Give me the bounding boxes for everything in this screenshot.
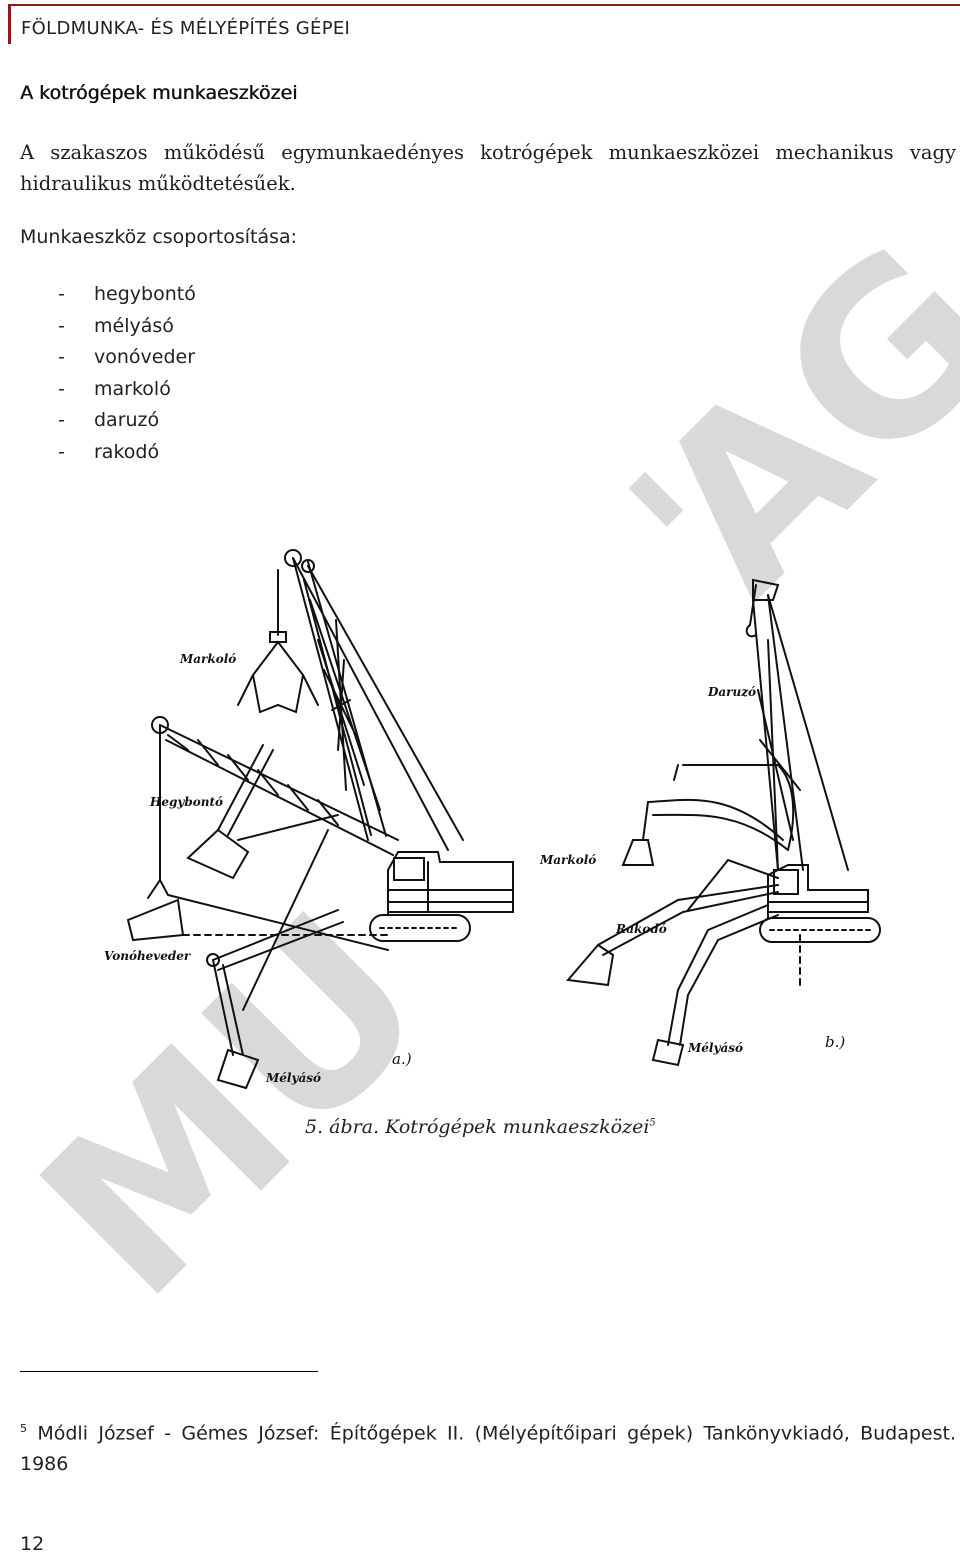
body-paragraph: A szakaszos működésű egymunkaedényes kot…: [20, 141, 956, 195]
caption-text: 5. ábra. Kotrógépek munkaeszközei: [305, 1116, 650, 1138]
tool-list: -hegybontó -mélyásó -vonóveder -markoló …: [58, 279, 196, 469]
list-item: - markoló: [58, 374, 196, 406]
label-markolo-b: Markoló: [539, 853, 596, 867]
header-title: FÖLDMUNKA- ÉS MÉLYÉPÍTÉS GÉPEI: [21, 18, 351, 39]
list-item-label: rakodó: [94, 440, 160, 463]
label-a: a.): [392, 1050, 412, 1068]
section-title: A kotrógépek munkaeszközei: [20, 82, 298, 104]
list-item: - rakodó: [58, 437, 196, 469]
label-hegybonto: Hegybontó: [149, 795, 223, 809]
page-header: FÖLDMUNKA- ÉS MÉLYÉPÍTÉS GÉPEI: [8, 4, 960, 44]
footnote-divider: [20, 1371, 318, 1372]
list-item-label: hegybontó: [94, 283, 196, 305]
page-number: 12: [20, 1533, 45, 1555]
list-dash: -: [58, 346, 65, 369]
list-item-label: markoló: [94, 377, 171, 400]
label-markolo-a: Markoló: [179, 652, 236, 666]
list-item-label: mélyásó: [94, 314, 174, 337]
machine-a-drawing: [126, 549, 514, 1090]
list-intro: Munkaeszköz csoportosítása:: [20, 226, 298, 248]
label-melyaso-a: Mélyásó: [265, 1071, 321, 1085]
list-dash: -: [58, 377, 65, 400]
figure-caption: 5. ábra. Kotrógépek munkaeszközei5: [305, 1116, 656, 1138]
footnote: 5 Módli József - Gémes József: Építőgépe…: [20, 1413, 956, 1480]
caption-footnote-ref: 5: [649, 1117, 656, 1129]
footnote-text: Módli József - Gémes József: Építőgépek …: [20, 1422, 956, 1476]
list-dash: -: [58, 314, 65, 337]
list-item: - daruzó: [58, 405, 196, 437]
list-item: - mélyásó: [58, 311, 196, 343]
list-item: - hegybontó: [58, 279, 196, 311]
label-rakodo: Rakodó: [615, 922, 667, 936]
label-vonoheveder: Vonóheveder: [104, 949, 192, 963]
list-item-label: vonóveder: [94, 346, 196, 369]
list-item: - vonóveder: [58, 342, 196, 374]
list-item-label: daruzó: [94, 409, 160, 432]
list-dash: -: [58, 440, 65, 463]
footnote-ref: 5: [20, 1422, 27, 1435]
label-b: b.): [825, 1033, 845, 1051]
label-daruzo: Daruzó: [707, 685, 756, 699]
machine-b-drawing: [566, 578, 881, 1067]
label-melyaso-b: Mélyásó: [687, 1041, 743, 1055]
list-dash: -: [58, 409, 65, 432]
excavator-figure: Markoló Hegybontó Vonóheveder Mélyásó a.…: [104, 549, 881, 1090]
list-dash: -: [58, 283, 65, 305]
